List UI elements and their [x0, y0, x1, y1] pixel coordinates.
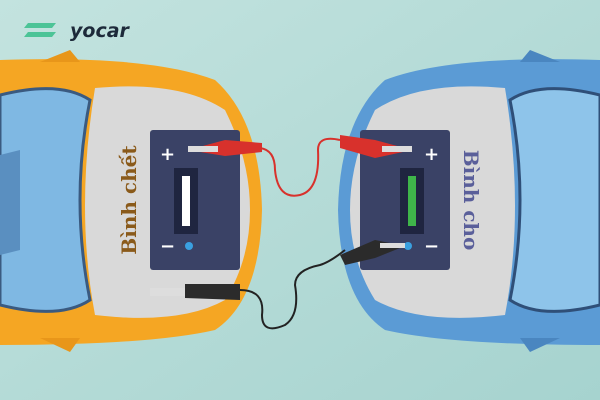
positive-cable — [259, 137, 341, 197]
brand-name: yocar — [70, 20, 129, 42]
brand-logo[interactable]: yocar — [24, 20, 129, 42]
donor-battery: + − — [360, 130, 450, 270]
negative-cable — [239, 249, 346, 330]
plus-terminal-label: + — [160, 144, 175, 165]
dead-battery-label: Bình chết — [117, 145, 141, 255]
positive-clamp-left — [188, 140, 262, 156]
positive-clamp-right — [340, 135, 412, 158]
dead-battery: + − — [150, 130, 240, 270]
yocar-logo-icon — [24, 23, 56, 37]
plus-terminal-label: + — [424, 144, 439, 165]
negative-clamp-loose — [150, 284, 240, 300]
donor-battery-label: Bình cho — [459, 150, 483, 251]
negative-clamp-right — [340, 240, 405, 265]
minus-terminal-label: − — [160, 236, 175, 257]
minus-terminal-label: − — [424, 236, 439, 257]
